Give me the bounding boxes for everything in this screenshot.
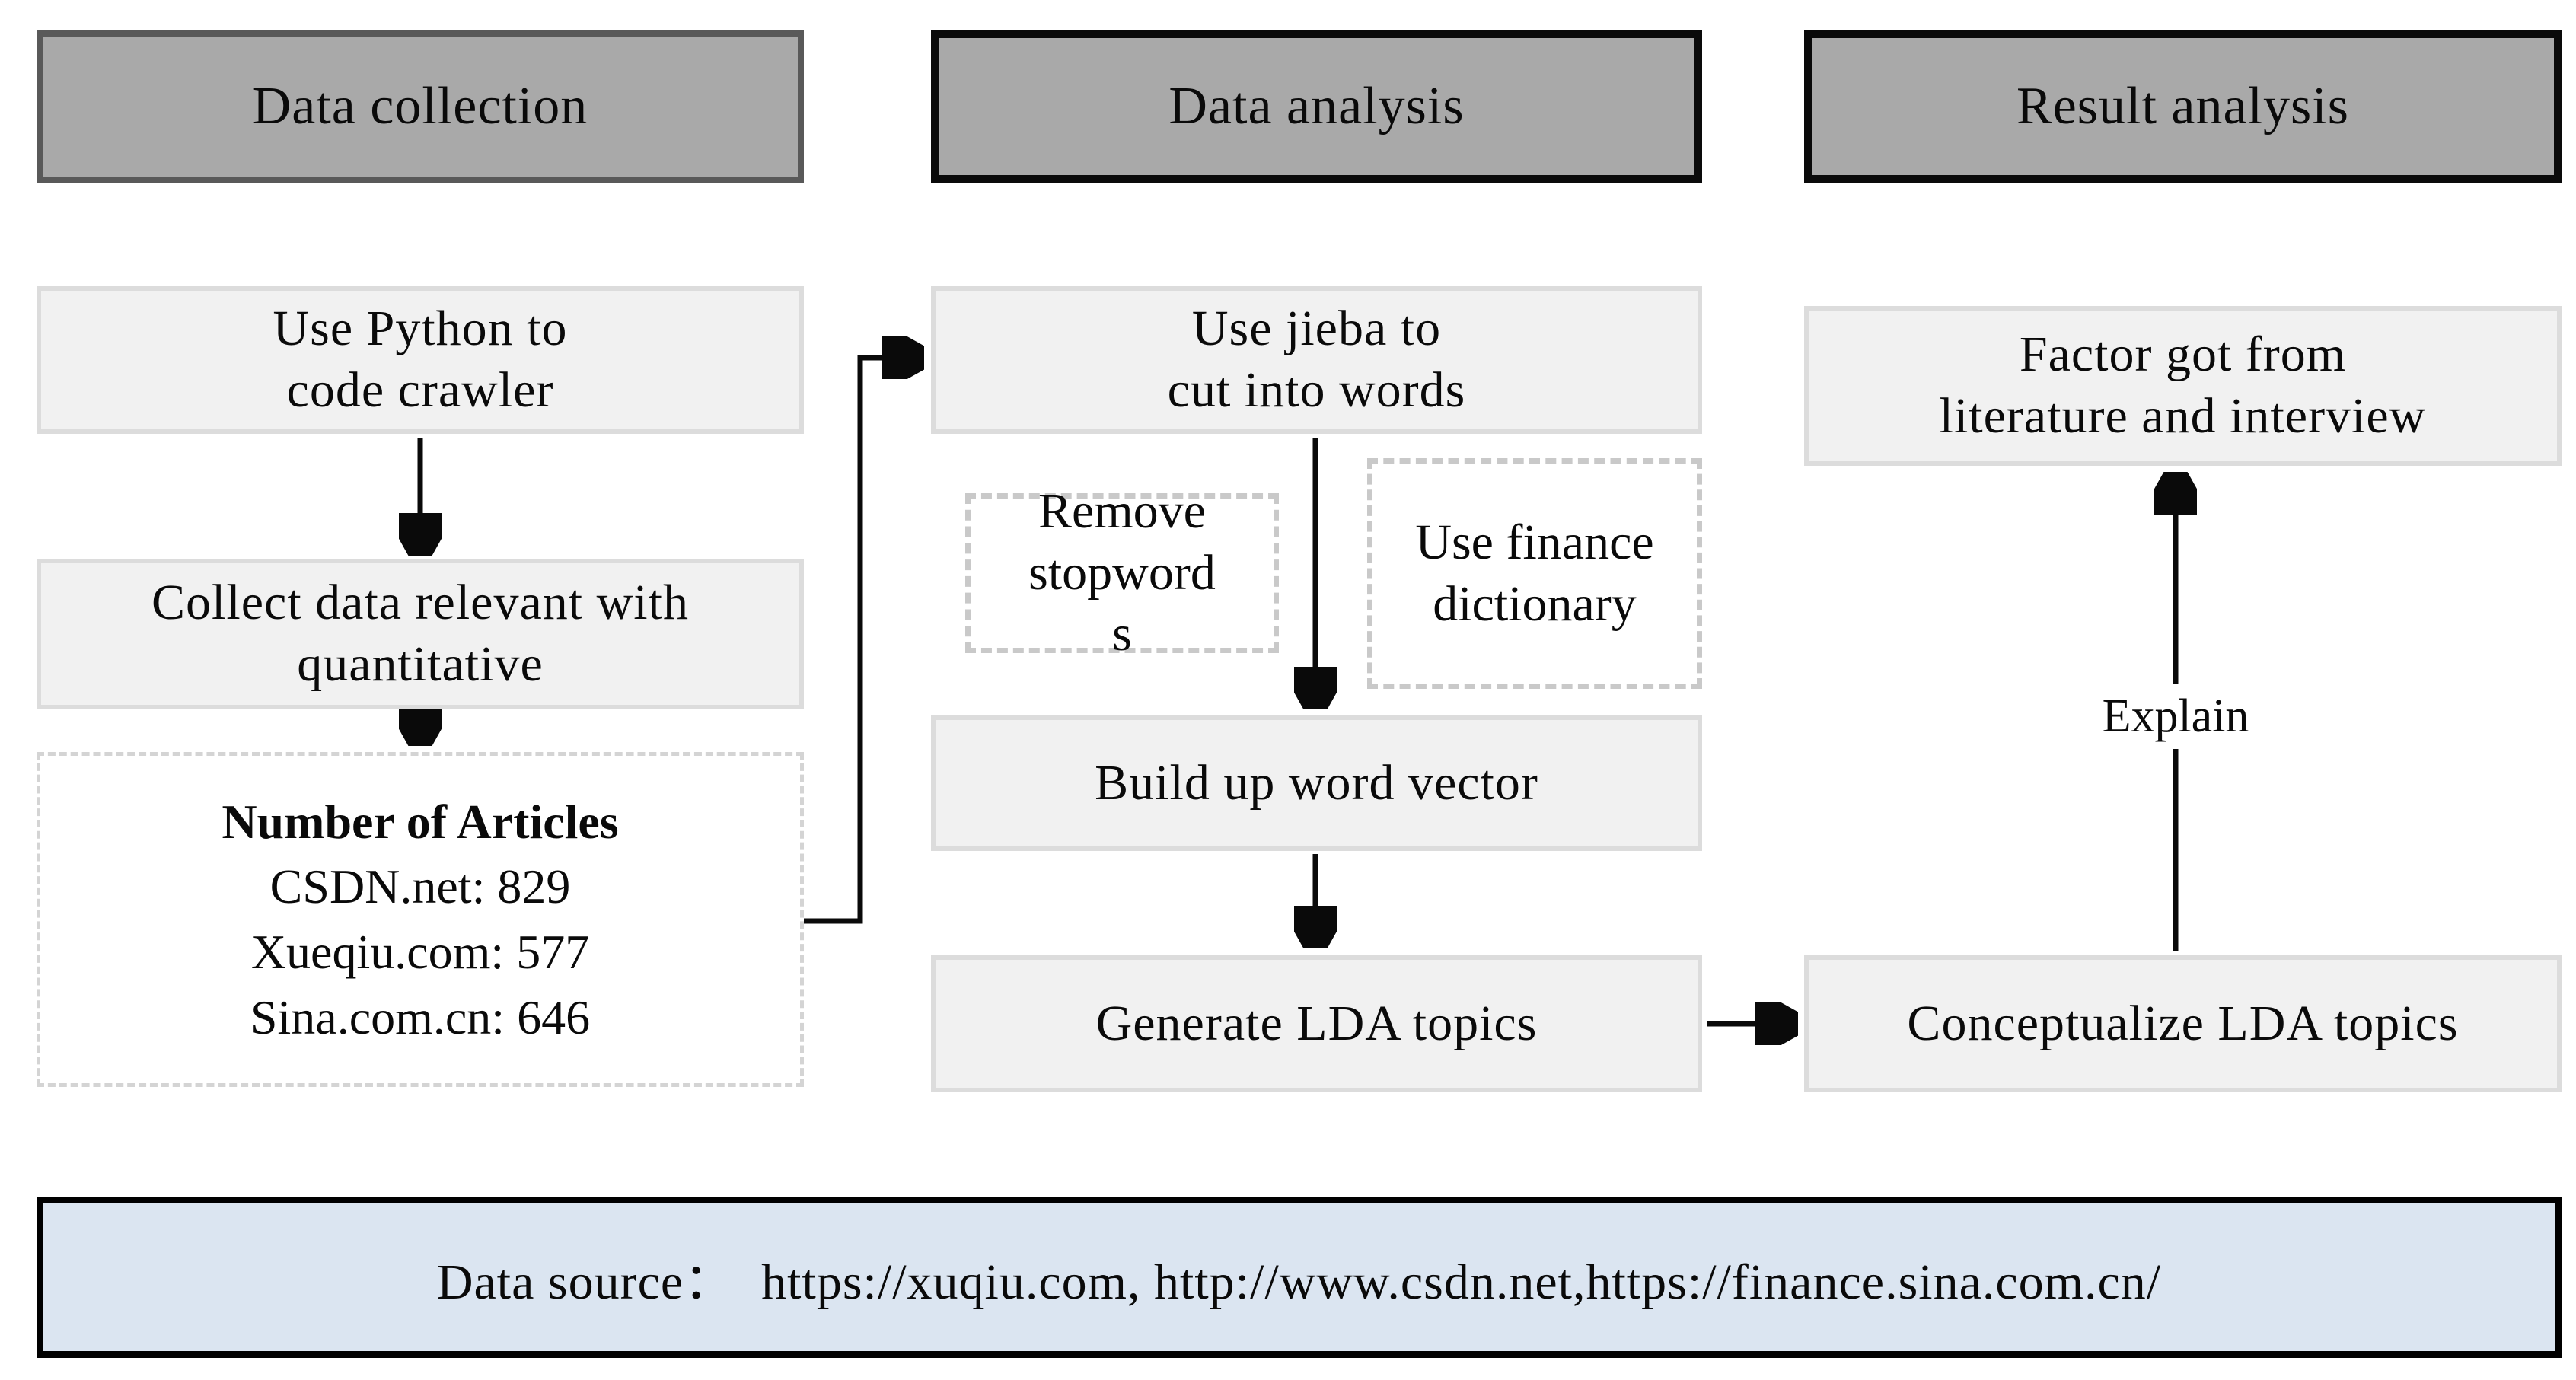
data-source-bar: Data source： https://xuqiu.com, http://w… [37,1197,2562,1358]
step-collect-data: Collect data relevant with quantitative [37,559,804,709]
header-result-analysis-label: Result analysis [2016,77,2349,135]
step-python-crawler-label: Use Python to code crawler [273,301,568,418]
step-factor: Factor got from literature and interview [1804,306,2562,466]
step-conceptualize: Conceptualize LDA topics [1804,955,2562,1092]
header-result-analysis: Result analysis [1804,30,2562,183]
note-finance-dictionary-label: Use finance dictionary [1415,514,1654,632]
header-data-analysis-label: Data analysis [1168,77,1465,135]
step-generate-lda-label: Generate LDA topics [1095,995,1538,1051]
articles-count-csdn: CSDN.net: 829 [269,859,571,914]
note-remove-stopwords-label: Remove stopword s [1028,483,1216,662]
step-jieba-label: Use jieba to cut into words [1167,301,1466,418]
step-word-vector-label: Build up word vector [1095,754,1538,811]
step-word-vector: Build up word vector [931,715,1702,851]
articles-count-title: Number of Articles [222,794,619,849]
articles-count-sina: Sina.com.cn: 646 [250,990,591,1044]
step-jieba: Use jieba to cut into words [931,286,1702,434]
data-source-text: Data source： https://xuqiu.com, http://w… [436,1254,2162,1310]
explain-label: Explain [2102,690,2249,742]
articles-count-xueqiu: Xueqiu.com: 577 [250,925,590,979]
note-finance-dictionary: Use finance dictionary [1367,458,1702,689]
step-conceptualize-label: Conceptualize LDA topics [1907,995,2459,1051]
step-python-crawler: Use Python to code crawler [37,286,804,434]
step-generate-lda: Generate LDA topics [931,955,1702,1092]
step-collect-data-label: Collect data relevant with quantitative [151,575,689,692]
note-remove-stopwords: Remove stopword s [965,483,1279,661]
explain-label-box: Explain [2054,684,2297,749]
header-data-collection-label: Data collection [252,77,588,135]
articles-count-box: Number of Articles CSDN.net: 829 Xueqiu.… [37,752,804,1087]
header-data-analysis: Data analysis [931,30,1702,183]
step-factor-label: Factor got from literature and interview [1939,327,2427,444]
header-data-collection: Data collection [37,30,804,183]
arrow-articles-to-jieba-elbow [804,358,913,924]
